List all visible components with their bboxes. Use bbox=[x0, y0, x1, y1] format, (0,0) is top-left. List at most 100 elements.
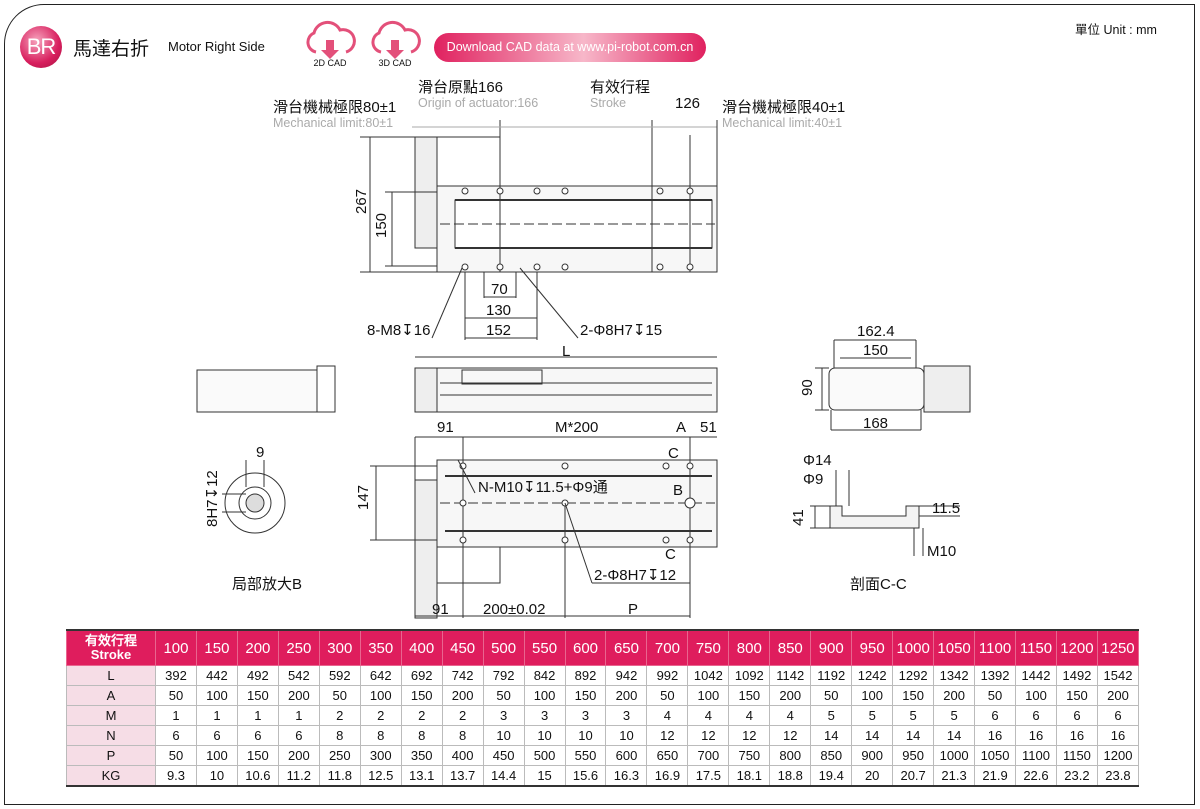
holes-m8-label: 8-M8↧16 bbox=[367, 322, 430, 339]
table-cell: 500 bbox=[523, 745, 566, 766]
table-cell: 10 bbox=[195, 765, 238, 787]
table-cell: 1 bbox=[195, 705, 238, 726]
stroke-label-cn: 有效行程 bbox=[590, 79, 650, 96]
table-cell: 800 bbox=[769, 745, 812, 766]
limit-right-cn: 滑台機械極限40±1 bbox=[722, 99, 845, 116]
table-cell: 17.5 bbox=[687, 765, 730, 787]
table-cell: 200 bbox=[441, 685, 484, 706]
detail-b-mark: B bbox=[673, 482, 683, 499]
table-cell: 10 bbox=[523, 725, 566, 746]
table-cell: 16 bbox=[1096, 725, 1140, 746]
table-cell: 50 bbox=[646, 685, 689, 706]
stroke-header-cell: 350 bbox=[359, 629, 402, 666]
stroke-header-cell: 500 bbox=[482, 629, 525, 666]
table-cell: 1142 bbox=[769, 665, 812, 686]
table-cell: 16 bbox=[1055, 725, 1098, 746]
table-cell: 4 bbox=[769, 705, 812, 726]
dim-152: 152 bbox=[486, 322, 511, 339]
stroke-header-cell: 1100 bbox=[974, 629, 1017, 666]
table-cell: 13.1 bbox=[400, 765, 443, 787]
detail-b-title: 局部放大B bbox=[232, 576, 302, 593]
table-cell: 8 bbox=[441, 725, 484, 746]
table-cell: 16 bbox=[1015, 725, 1057, 746]
table-cell: 942 bbox=[605, 665, 648, 686]
detail-b bbox=[222, 460, 286, 534]
table-cell: 18.1 bbox=[728, 765, 771, 787]
table-cell: 6 bbox=[974, 705, 1017, 726]
dim-91-bottom: 91 bbox=[432, 601, 449, 618]
table-cell: 13.7 bbox=[441, 765, 484, 787]
stroke-header-cell: 950 bbox=[851, 629, 894, 666]
section-41: 41 bbox=[790, 509, 807, 526]
dim-147: 147 bbox=[355, 485, 372, 510]
table-cell: 1292 bbox=[892, 665, 935, 686]
table-cell: 100 bbox=[195, 685, 238, 706]
table-cell: 450 bbox=[482, 745, 525, 766]
table-cell: 16.9 bbox=[646, 765, 689, 787]
table-cell: 5 bbox=[810, 705, 853, 726]
dim-162-4: 162.4 bbox=[857, 323, 895, 340]
table-cell: 5 bbox=[892, 705, 935, 726]
dim-91-top: 91 bbox=[437, 419, 454, 436]
table-cell: 4 bbox=[687, 705, 730, 726]
table-cell: 3 bbox=[482, 705, 525, 726]
table-cell: 18.8 bbox=[769, 765, 812, 787]
table-cell: 1042 bbox=[687, 665, 730, 686]
table-cell: 6 bbox=[277, 725, 320, 746]
table-cell: 16.3 bbox=[605, 765, 648, 787]
table-cell: 11.8 bbox=[318, 765, 361, 787]
header-stroke-cn: 有效行程 bbox=[84, 633, 137, 648]
table-cell: 6 bbox=[1055, 705, 1098, 726]
table-cell: 6 bbox=[1015, 705, 1057, 726]
table-cell: 15.6 bbox=[564, 765, 607, 787]
cad-2d-label: 2D CAD bbox=[313, 58, 347, 68]
table-cell: 1192 bbox=[810, 665, 853, 686]
cad-3d-button[interactable]: 3D CAD bbox=[369, 20, 421, 74]
end-view bbox=[815, 339, 971, 431]
table-cell: 3 bbox=[564, 705, 607, 726]
table-cell: 1492 bbox=[1055, 665, 1098, 686]
table-cell: 8 bbox=[359, 725, 402, 746]
table-cell: 50 bbox=[974, 685, 1017, 706]
top-view bbox=[360, 120, 718, 340]
table-cell: 9.3 bbox=[155, 765, 197, 787]
table-cell: 492 bbox=[236, 665, 279, 686]
bottom-view bbox=[370, 436, 718, 619]
table-cell: 150 bbox=[400, 685, 443, 706]
dim-150-end: 150 bbox=[863, 342, 888, 359]
table-cell: 16 bbox=[974, 725, 1017, 746]
table-cell: 21.3 bbox=[933, 765, 976, 787]
stroke-header-cell: 700 bbox=[646, 629, 689, 666]
table-cell: 200 bbox=[277, 685, 320, 706]
table-cell: 50 bbox=[155, 745, 197, 766]
table-cell: 2 bbox=[318, 705, 361, 726]
stroke-header-cell: 300 bbox=[318, 629, 361, 666]
table-cell: 6 bbox=[195, 725, 238, 746]
table-cell: 642 bbox=[359, 665, 402, 686]
drawing-labels: 滑台原點166 Origin of actuator:166 有效行程 Stro… bbox=[204, 79, 960, 618]
table-cell: 442 bbox=[195, 665, 238, 686]
table-cell: 200 bbox=[277, 745, 320, 766]
table-cell: 50 bbox=[318, 685, 361, 706]
stroke-header-cell: 100 bbox=[155, 629, 197, 666]
table-cell: 1092 bbox=[728, 665, 771, 686]
download-cad-link[interactable]: Download CAD data at www.pi-robot.com.cn bbox=[434, 33, 706, 62]
table-cell: 650 bbox=[646, 745, 689, 766]
table-cell: 100 bbox=[523, 685, 566, 706]
table-cell: 12 bbox=[769, 725, 812, 746]
table-cell: 14 bbox=[892, 725, 935, 746]
table-cell: 842 bbox=[523, 665, 566, 686]
table-cell: 14 bbox=[810, 725, 853, 746]
table-cell: 50 bbox=[810, 685, 853, 706]
table-cell: 19.4 bbox=[810, 765, 853, 787]
cad-2d-button[interactable]: 2D CAD bbox=[304, 20, 356, 74]
table-cell: 1342 bbox=[933, 665, 976, 686]
table-cell: 1392 bbox=[974, 665, 1017, 686]
table-cell: 592 bbox=[318, 665, 361, 686]
detail-dim-9: 9 bbox=[256, 444, 264, 461]
table-cell: 5 bbox=[851, 705, 894, 726]
table-cell: 12 bbox=[728, 725, 771, 746]
